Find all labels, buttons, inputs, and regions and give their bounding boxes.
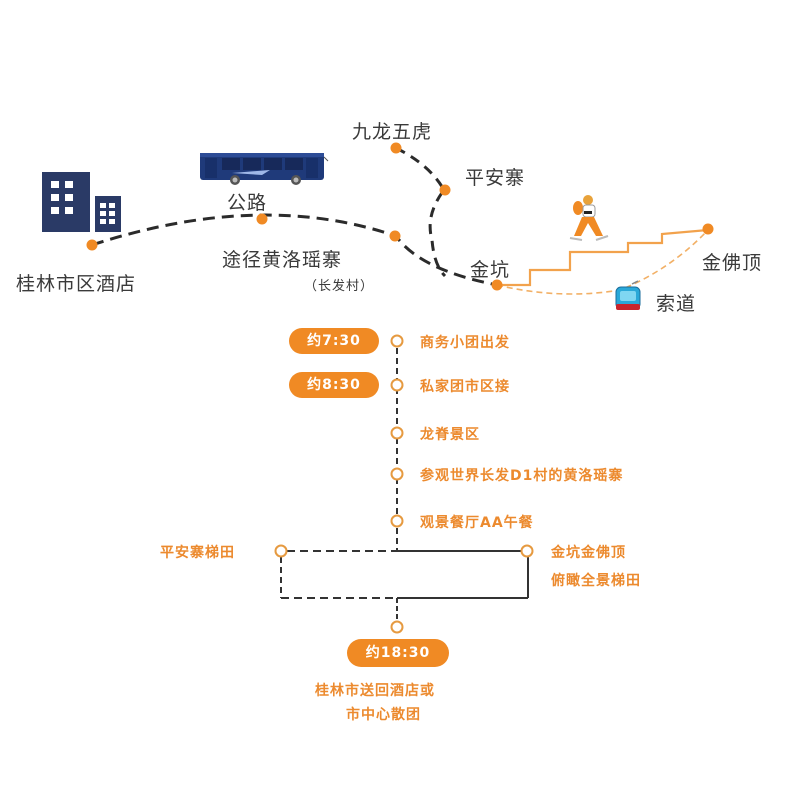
node-hotel	[86, 239, 98, 251]
end-text-line2: 市中心散团	[346, 707, 421, 723]
label-jiulong: 九龙五虎	[352, 121, 433, 143]
timeline-node	[390, 378, 404, 392]
timeline-node	[390, 426, 404, 440]
label-cableway: 索道	[656, 293, 697, 315]
cable-car-icon	[615, 280, 641, 310]
route-path-road	[91, 213, 498, 287]
node-jiulong	[390, 142, 402, 154]
stairs-path	[497, 228, 709, 287]
branch-left-node	[274, 544, 288, 558]
buildings-icon	[42, 172, 121, 232]
timeline-step: 参观世界长发D1村的黄洛瑶寨	[420, 468, 624, 484]
timeline-node	[390, 334, 404, 348]
node-road	[256, 213, 268, 225]
route-path-mountain	[395, 146, 447, 278]
node-jinkeng	[491, 279, 503, 291]
end-node	[390, 620, 404, 634]
node-via	[389, 230, 401, 242]
timeline-step: 私家团市区接	[420, 379, 510, 395]
end-time-pill: 约18:30	[347, 639, 449, 667]
time-pill: 约7:30	[289, 328, 379, 354]
branch-left-label: 平安寨梯田	[160, 545, 235, 561]
label-jinkeng: 金坑	[470, 259, 511, 281]
label-pingan: 平安寨	[465, 167, 526, 189]
label-via: 途径黄洛瑶寨	[222, 249, 343, 271]
label-road: 公路	[227, 192, 268, 214]
node-jinfoding	[702, 223, 714, 235]
time-pill: 约8:30	[289, 372, 379, 398]
label-jinfoding: 金佛顶	[702, 252, 763, 274]
timeline-step: 商务小团出发	[420, 335, 510, 351]
branch-right-label-1: 金坑金佛顶	[551, 545, 626, 561]
bus-icon	[200, 153, 329, 185]
timeline-step: 龙脊景区	[420, 427, 480, 443]
label-hotel: 桂林市区酒店	[16, 273, 137, 295]
node-pingan	[439, 184, 451, 196]
timeline-node	[390, 514, 404, 528]
timeline-step: 观景餐厅AA午餐	[420, 515, 534, 531]
label-via-sub: （长发村）	[304, 279, 375, 294]
branch-right-label-2: 俯瞰全景梯田	[551, 573, 641, 589]
end-text-line1: 桂林市送回酒店或	[315, 683, 435, 699]
hiker-icon	[569, 195, 609, 241]
branch-right-node	[520, 544, 534, 558]
timeline-node	[390, 467, 404, 481]
